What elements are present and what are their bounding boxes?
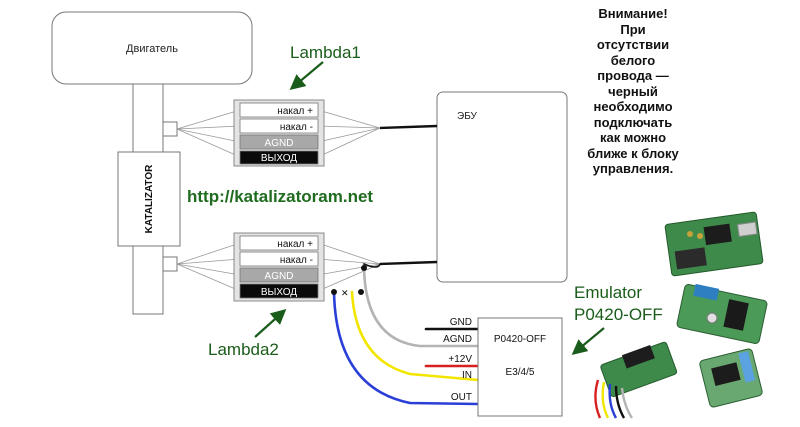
device-photo-usb	[664, 211, 764, 277]
device-photo-harness	[594, 341, 678, 419]
warning-line: управления.	[592, 161, 674, 176]
lambda1-pin-agnd: AGND	[265, 138, 294, 149]
catalyst-label: KATALIZATOR	[144, 164, 155, 233]
engine-label: Двигатель	[126, 43, 178, 55]
wire-label-agnd: AGND	[443, 334, 472, 345]
emulator-title-line1: Emulator	[574, 283, 642, 302]
lambda2-connector: накал + накал - AGND ВЫХОД	[233, 232, 325, 302]
emulator-box-title: P0420-OFF	[494, 334, 546, 345]
warning-line: отсутствии	[596, 37, 670, 52]
emulator-wires	[332, 262, 480, 406]
lambda2-arrow	[254, 308, 287, 338]
wire-in	[350, 290, 480, 382]
warning-line: ближе к блоку	[587, 145, 679, 161]
lambda2-pin-output: ВЫХОД	[261, 287, 297, 298]
warning-line: необходимо	[593, 99, 673, 114]
warning-line: белого	[610, 52, 656, 68]
warning-line: черный	[608, 83, 658, 99]
lambda1-title: Lambda1	[290, 43, 361, 62]
warning-line: подключать	[593, 114, 673, 130]
lambda1-pin-heater-minus: накал -	[280, 122, 313, 133]
catalyst-block: KATALIZATOR	[117, 151, 181, 247]
emulator-box-subtitle: E3/4/5	[506, 367, 535, 378]
lambda1-pin-heater-plus: накал +	[277, 106, 313, 117]
warning-line: Внимание!	[598, 6, 668, 21]
warning-line: как можно	[599, 130, 667, 145]
emulator-arrow	[571, 327, 605, 355]
lambda1-pin-output: ВЫХОД	[261, 153, 297, 164]
wire-out	[332, 290, 480, 406]
wire-agnd-tap	[363, 263, 381, 268]
lambda1-arrow	[289, 61, 324, 90]
lambda2-pin-heater-plus: накал +	[277, 239, 313, 250]
engine-block: Двигатель	[51, 11, 253, 85]
ecu-label: ЭБУ	[457, 111, 478, 122]
warning-line: провода —	[597, 68, 669, 83]
ecu-block: ЭБУ	[436, 91, 568, 283]
svg-text:✕: ✕	[341, 288, 349, 298]
lambda2-pin-agnd: AGND	[265, 271, 294, 282]
lambda2-title: Lambda2	[208, 340, 279, 359]
lambda2-fan-lines	[176, 242, 381, 292]
device-photo-module	[699, 348, 763, 408]
ecu-harness-wires	[379, 124, 438, 266]
emulator-title-line2: P0420-OFF	[574, 305, 663, 324]
wire-label-gnd: GND	[450, 317, 472, 328]
wire-label-out: OUT	[451, 392, 472, 403]
device-photo-relay	[676, 283, 768, 345]
lambda1-connector: накал + накал - AGND ВЫХОД	[233, 99, 325, 167]
warning-line: При	[620, 21, 646, 37]
wire-agnd	[362, 262, 480, 348]
emulator-box: P0420-OFF E3/4/5 GND AGND +12V IN OUT	[443, 317, 563, 417]
site-url: http://katalizatoram.net	[187, 187, 373, 206]
wire-label-12v: +12V	[448, 354, 472, 365]
wire-label-in: IN	[462, 370, 472, 381]
lambda2-pin-heater-minus: накал -	[280, 255, 313, 266]
warning-note: Внимание! При отсутствии белого провода …	[558, 6, 708, 177]
wire-junctions: ✕	[331, 265, 367, 298]
lambda1-fan-lines	[176, 109, 381, 158]
